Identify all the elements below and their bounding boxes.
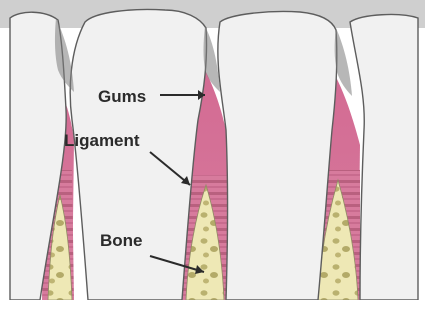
label-gums: Gums bbox=[98, 87, 146, 106]
label-ligament: Ligament bbox=[64, 131, 140, 150]
label-bone: Bone bbox=[100, 231, 143, 250]
bottom-border bbox=[0, 300, 425, 321]
